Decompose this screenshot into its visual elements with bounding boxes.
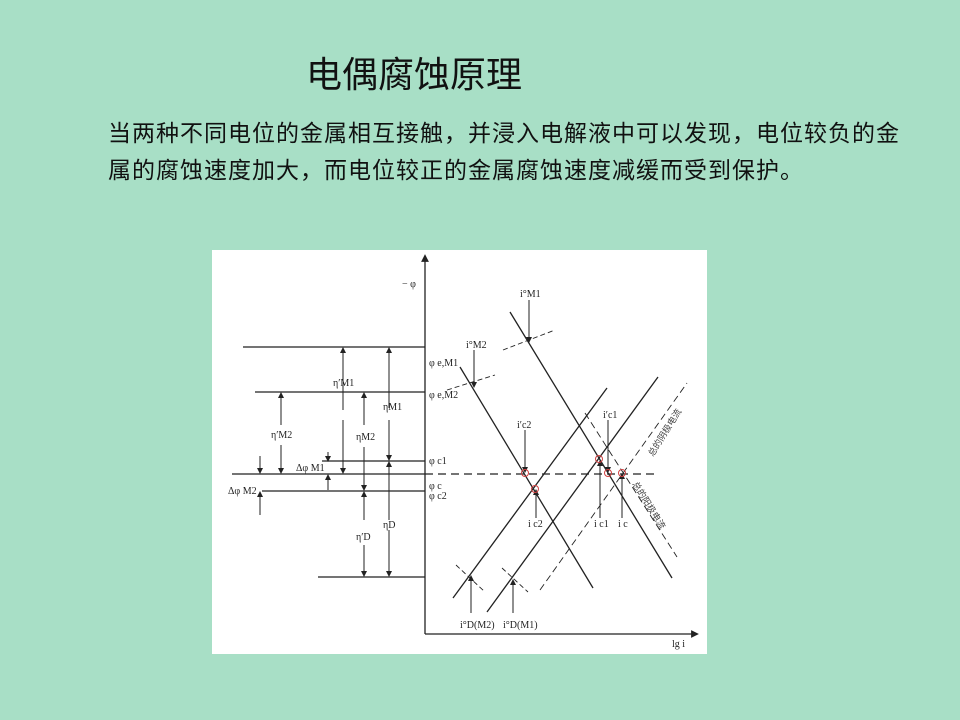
galvanic-corrosion-diagram: − φ lg i φ e,M1 φ e,M2 φ c1 φ c φ c2 η′M… [212,250,707,654]
label-eta-d: ηD [383,520,395,531]
slide-title: 电偶腐蚀原理 [306,55,523,96]
cathodic-line-1 [452,387,608,599]
anodic-line-m1 [509,311,673,579]
label-i0-d-m2: i°D(M2) [460,620,495,631]
label-i0-m1: i°M1 [520,289,541,300]
anodic-line-m2 [459,366,594,589]
label-dphi-m2: Δφ M2 [228,486,257,497]
label-ic: i c [618,519,628,530]
label-eta-m1-prime: η′M1 [333,378,354,389]
label-eta-m2: ηM2 [356,432,375,443]
slide-paragraph: 当两种不同电位的金属相互接触，并浸入电解液中可以发现，电位较负的金属的腐蚀速度加… [108,121,900,184]
label-phi-e-m1: φ e,M1 [429,358,458,369]
label-i0-d-m1: i°D(M1) [503,620,538,631]
total-cathodic-line [539,382,688,591]
label-ic2: i c2 [528,519,543,530]
label-phi-c2: φ c2 [429,491,447,502]
label-ic2-prime: i′c2 [517,420,531,431]
label-total-anodic: 总的阳极电流 [629,479,668,531]
cathodic-line-2 [486,376,659,613]
y-axis-label: − φ [402,279,416,290]
label-phi-c: φ c [429,481,442,492]
label-ic1-prime: i′c1 [603,410,617,421]
label-phi-c1: φ c1 [429,456,447,467]
label-eta-d-prime: η′D [356,532,371,543]
total-anodic-line [584,412,678,558]
label-phi-e-m2: φ e,M2 [429,390,458,401]
label-eta-m1: ηM1 [383,402,402,413]
label-eta-m2-prime: η′M2 [271,430,292,441]
label-ic1: i c1 [594,519,609,530]
label-dphi-m1: Δφ M1 [296,463,325,474]
intersection-markers [521,455,626,493]
label-i0-m2: i°M2 [466,340,487,351]
x-axis-label: lg i [672,639,685,650]
